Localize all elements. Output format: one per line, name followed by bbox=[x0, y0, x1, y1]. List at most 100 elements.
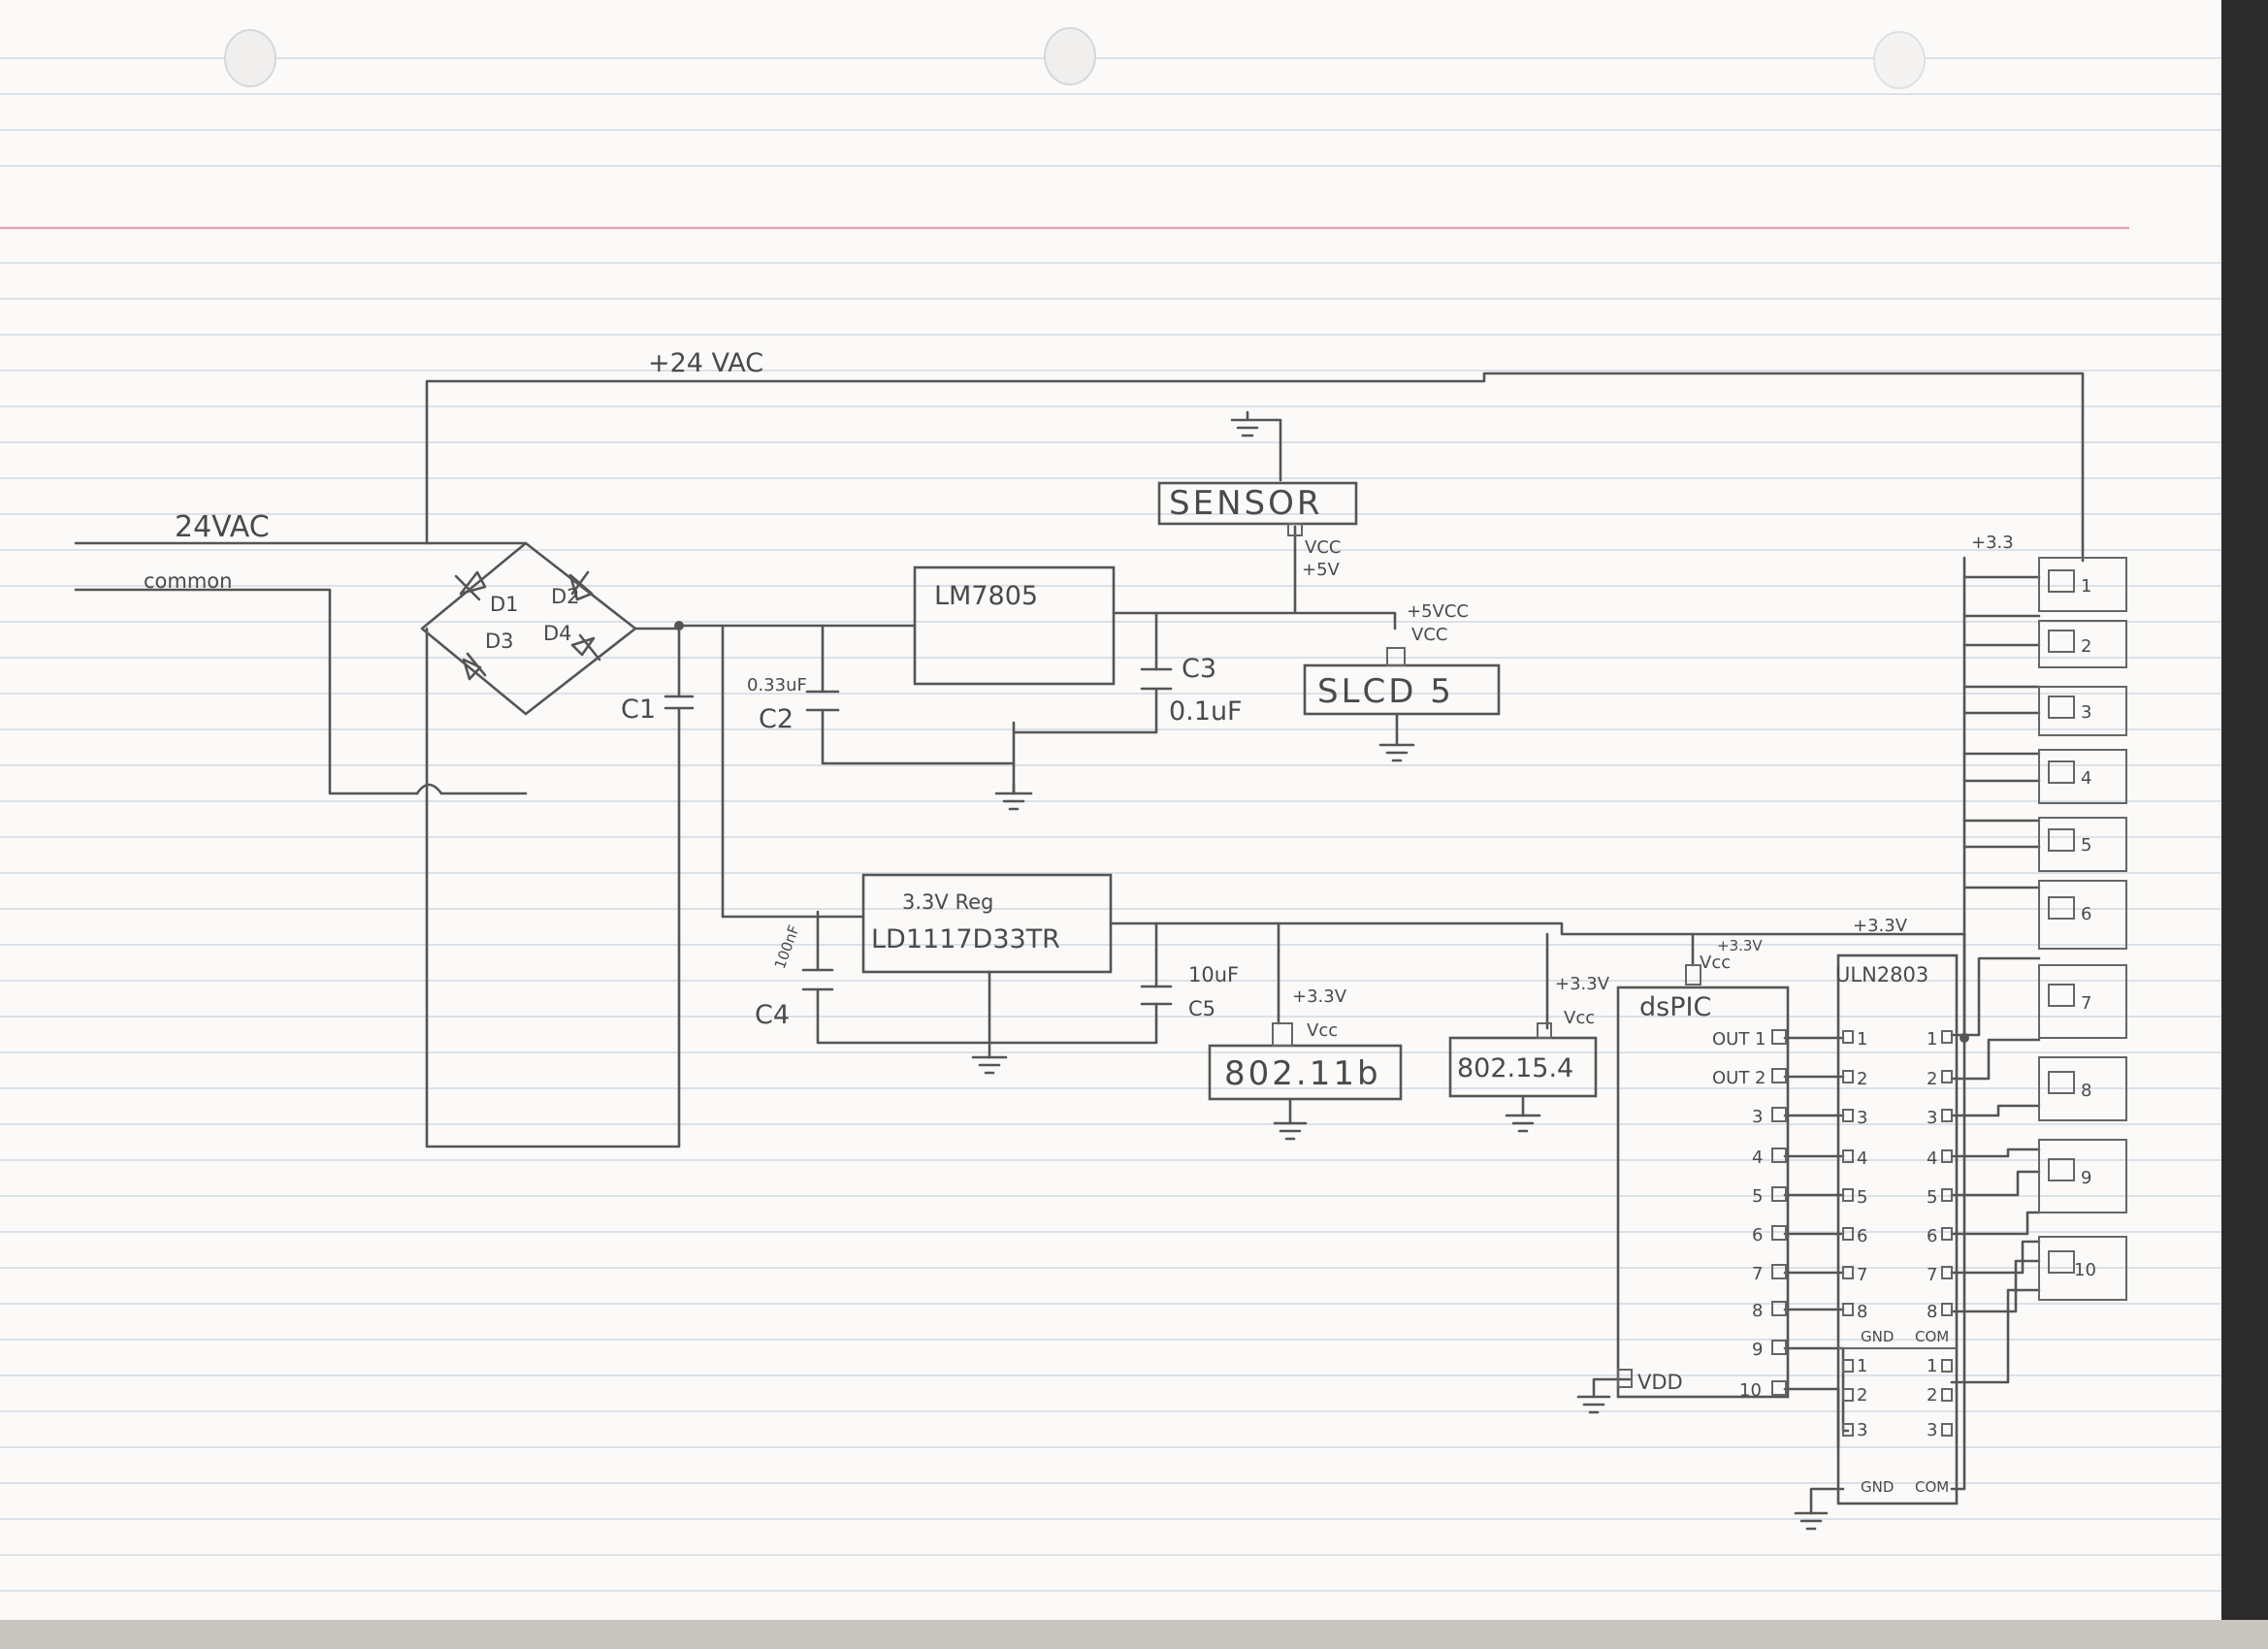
dspic-vcc-value: +3.3V bbox=[1717, 937, 1763, 954]
relay-num-5: 5 bbox=[2081, 835, 2091, 856]
ground-icon bbox=[1505, 1114, 1541, 1133]
uln-in-8: 8 bbox=[1857, 1302, 1867, 1322]
uln-out-b3: 3 bbox=[1927, 1420, 1937, 1440]
uln2803-label: ULN2803 bbox=[1835, 963, 1928, 986]
uln2803-driver: ULN2803 +3.3V 1 2 3 4 5 6 7 8 1 2 3 4 5 … bbox=[1835, 916, 1959, 1505]
paper-edge-shadow bbox=[2221, 0, 2268, 1649]
uln-in-b3: 3 bbox=[1857, 1420, 1867, 1440]
dspic-pin-9: 9 bbox=[1752, 1340, 1763, 1360]
lcd-vcc-label: VCC bbox=[1411, 625, 1447, 645]
junction-dots bbox=[674, 621, 1969, 1043]
relay-1 bbox=[2038, 557, 2127, 612]
ground-icon bbox=[1576, 1395, 1611, 1414]
relay-num-2: 2 bbox=[2081, 636, 2091, 657]
wifi-vcc-value: +3.3V bbox=[1292, 986, 1347, 1007]
uln-in-1: 1 bbox=[1857, 1029, 1867, 1050]
cap-c2-value: 0.33uF bbox=[747, 675, 807, 695]
bridge-rectifier: D1 D2 D3 D4 bbox=[454, 570, 601, 681]
relay-num-8: 8 bbox=[2081, 1081, 2091, 1101]
uln-in-b1: 1 bbox=[1857, 1356, 1867, 1376]
ld1117-title: 3.3V Reg bbox=[902, 890, 993, 914]
wire-24vac-rail bbox=[425, 372, 2085, 563]
relay-3 bbox=[2038, 686, 2127, 736]
dspic-pin-6: 6 bbox=[1752, 1225, 1763, 1245]
dspic-pin-10: 10 bbox=[1739, 1380, 1762, 1401]
diode-d1-symbol bbox=[454, 570, 487, 601]
uln-out-b2: 2 bbox=[1927, 1385, 1937, 1406]
cap-c3-label: C3 bbox=[1182, 654, 1216, 684]
uln-in-3: 3 bbox=[1857, 1108, 1867, 1128]
uln-in-7: 7 bbox=[1857, 1265, 1867, 1285]
wire-c2 bbox=[821, 624, 1016, 765]
capacitors: C1 0.33uF C2 C3 0.1uF 100nF C4 10uF C5 bbox=[621, 654, 1243, 1030]
relay-num-4: 4 bbox=[2081, 768, 2091, 789]
relay-num-3: 3 bbox=[2081, 702, 2091, 723]
ruled-lines bbox=[0, 57, 2221, 1592]
ground-icon bbox=[1273, 1121, 1308, 1141]
relay-coil-icons bbox=[2048, 569, 2075, 1274]
sensor-vcc-label: VCC bbox=[1305, 537, 1341, 558]
uln-gnd-b: GND bbox=[1861, 1478, 1894, 1496]
cap-c2-symbol bbox=[805, 690, 840, 712]
dspic-label: dsPIC bbox=[1639, 992, 1711, 1022]
uln-in-6: 6 bbox=[1857, 1226, 1867, 1246]
wire-crossover bbox=[415, 783, 443, 795]
lm7805-label: LM7805 bbox=[934, 581, 1038, 611]
zigbee-vcc-value: +3.3V bbox=[1555, 974, 1610, 994]
dspic-pin-3: 3 bbox=[1752, 1107, 1763, 1127]
lcd-label: SLCD 5 bbox=[1317, 672, 1454, 711]
dspic-pin-5: 5 bbox=[1752, 1186, 1763, 1207]
uln-com-a: COM bbox=[1915, 1328, 1949, 1345]
diode-d3-symbol bbox=[462, 652, 487, 681]
wire-c4 bbox=[816, 910, 1158, 1045]
zigbee-label: 802.15.4 bbox=[1457, 1053, 1573, 1083]
cap-c3-value: 0.1uF bbox=[1169, 696, 1243, 727]
cap-c5-symbol bbox=[1140, 985, 1173, 1006]
zigbee-module: 802.15.4 +3.3V Vcc bbox=[1448, 974, 1610, 1098]
diode-d1-label: D1 bbox=[490, 593, 519, 616]
lcd-module: SLCD 5 +5VCC VCC bbox=[1303, 601, 1501, 716]
uln-pin-boxes bbox=[1842, 1030, 1953, 1437]
wifi-vcc-label: Vcc bbox=[1307, 1020, 1338, 1041]
wire-input-common bbox=[74, 588, 528, 795]
dspic-pin-4: 4 bbox=[1752, 1148, 1763, 1168]
cap-c4-label: C4 bbox=[755, 1000, 790, 1030]
wifi-module: 802.11b +3.3V Vcc bbox=[1208, 986, 1403, 1101]
ground-icon bbox=[1794, 1511, 1829, 1531]
ground-icon bbox=[1378, 743, 1415, 762]
cap-c4-symbol bbox=[801, 968, 834, 991]
uln-out-6: 6 bbox=[1927, 1226, 1937, 1246]
relay-num-1: 1 bbox=[2081, 576, 2091, 597]
relay-num-10: 10 bbox=[2074, 1260, 2096, 1280]
uln-out-8: 8 bbox=[1927, 1302, 1937, 1322]
sensor-module: SENSOR VCC +5V bbox=[1157, 481, 1358, 580]
uln-out-7: 7 bbox=[1927, 1265, 1937, 1285]
paper-edge-shadow bbox=[0, 1620, 2268, 1649]
ground-icon bbox=[994, 782, 1033, 811]
relay-2 bbox=[2038, 620, 2127, 668]
uln-in-b2: 2 bbox=[1857, 1385, 1867, 1406]
uln-out-5: 5 bbox=[1927, 1187, 1937, 1208]
ld1117-part: LD1117D33TR bbox=[871, 924, 1060, 954]
cap-c1-symbol bbox=[664, 695, 695, 722]
dspic-pin-2: OUT 2 bbox=[1712, 1068, 1766, 1088]
diode-d4-symbol bbox=[570, 633, 601, 662]
punch-hole bbox=[224, 29, 276, 87]
rail-24vac-label: +24 VAC bbox=[648, 348, 763, 378]
dspic-pin-1: OUT 1 bbox=[1712, 1029, 1766, 1050]
uln-in-4: 4 bbox=[1857, 1148, 1867, 1169]
relay-boxes bbox=[2038, 557, 2127, 1301]
ground-icon bbox=[971, 1055, 1008, 1075]
relay-10 bbox=[2038, 1236, 2127, 1301]
relay-num-7: 7 bbox=[2081, 993, 2091, 1014]
dspic-pin-7: 7 bbox=[1752, 1264, 1763, 1284]
uln-com-b: COM bbox=[1915, 1478, 1949, 1496]
relay-9 bbox=[2038, 1139, 2127, 1213]
relay-num-9: 9 bbox=[2081, 1168, 2091, 1188]
wire-5v-bus bbox=[1154, 525, 1397, 630]
ground-icon bbox=[1230, 410, 1282, 437]
dspic-pin-boxes bbox=[1771, 1029, 1787, 1396]
uln-out-2: 2 bbox=[1927, 1069, 1937, 1089]
uln-out-1: 1 bbox=[1927, 1029, 1937, 1050]
